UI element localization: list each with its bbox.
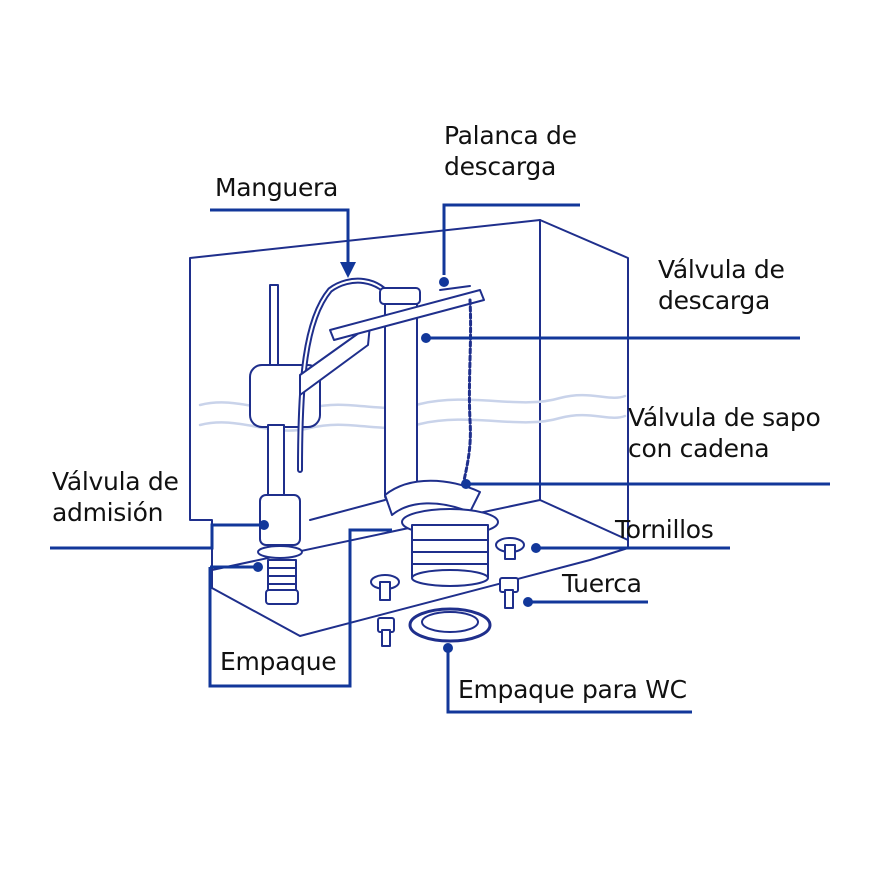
leader-admision-dot — [259, 520, 269, 530]
leader-palanca — [442, 203, 580, 275]
leader-admision — [50, 523, 262, 550]
leader-empaque-wc — [446, 652, 692, 714]
overflow-tube-cap — [379, 287, 421, 305]
leader-tuerca-dot — [523, 597, 533, 607]
leader-valvula-sapo-dot — [461, 479, 471, 489]
float-arm-rod — [309, 499, 386, 521]
flapper — [384, 479, 481, 516]
bolt-shaft — [504, 544, 516, 560]
flush-lever-arm — [329, 289, 485, 341]
label-valvula-de-sapo: Válvula de sapo con cadena — [628, 403, 821, 463]
leader-palanca-dot — [439, 277, 449, 287]
label-empaque: Empaque — [220, 647, 337, 676]
leader-manguera-arrow — [340, 262, 356, 278]
label-valvula-de-descarga: Válvula de descarga — [658, 255, 785, 315]
leader-manguera — [210, 208, 350, 265]
label-tornillos: Tornillos — [615, 515, 714, 544]
flush-valve-thread-lines — [411, 539, 489, 565]
refill-hose-inner — [299, 279, 393, 471]
fill-valve-body — [267, 424, 285, 496]
bolt-tail — [504, 589, 514, 609]
fill-valve-shaft — [269, 284, 279, 376]
label-tuerca: Tuerca — [562, 569, 642, 598]
bolt-tail — [381, 629, 391, 647]
bolt-shaft — [379, 581, 391, 601]
wc-gasket-inner — [421, 611, 479, 633]
label-manguera: Manguera — [215, 173, 339, 202]
leader-valvula-descarga-dot — [421, 333, 431, 343]
overflow-tube — [384, 299, 418, 501]
float-arm — [299, 324, 371, 396]
tank-outline — [189, 219, 629, 637]
leader-empaque — [208, 528, 392, 688]
flush-handle — [439, 285, 471, 291]
label-empaque-para-wc: Empaque para WC — [458, 675, 687, 704]
flapper-chain — [460, 298, 473, 492]
fill-valve-nut — [265, 589, 299, 605]
label-palanca-de-descarga: Palanca de descarga — [444, 121, 577, 181]
fill-valve-lower-body — [259, 494, 301, 546]
flush-valve-bottom — [411, 569, 489, 587]
leader-empaque-dot — [253, 562, 263, 572]
fill-valve-gasket — [257, 545, 303, 559]
label-valvula-de-admision: Válvula de admisión — [52, 467, 179, 527]
leader-empaque-wc-dot — [443, 643, 453, 653]
leader-tornillos-dot — [531, 543, 541, 553]
fill-valve-thread-lines — [267, 567, 297, 585]
